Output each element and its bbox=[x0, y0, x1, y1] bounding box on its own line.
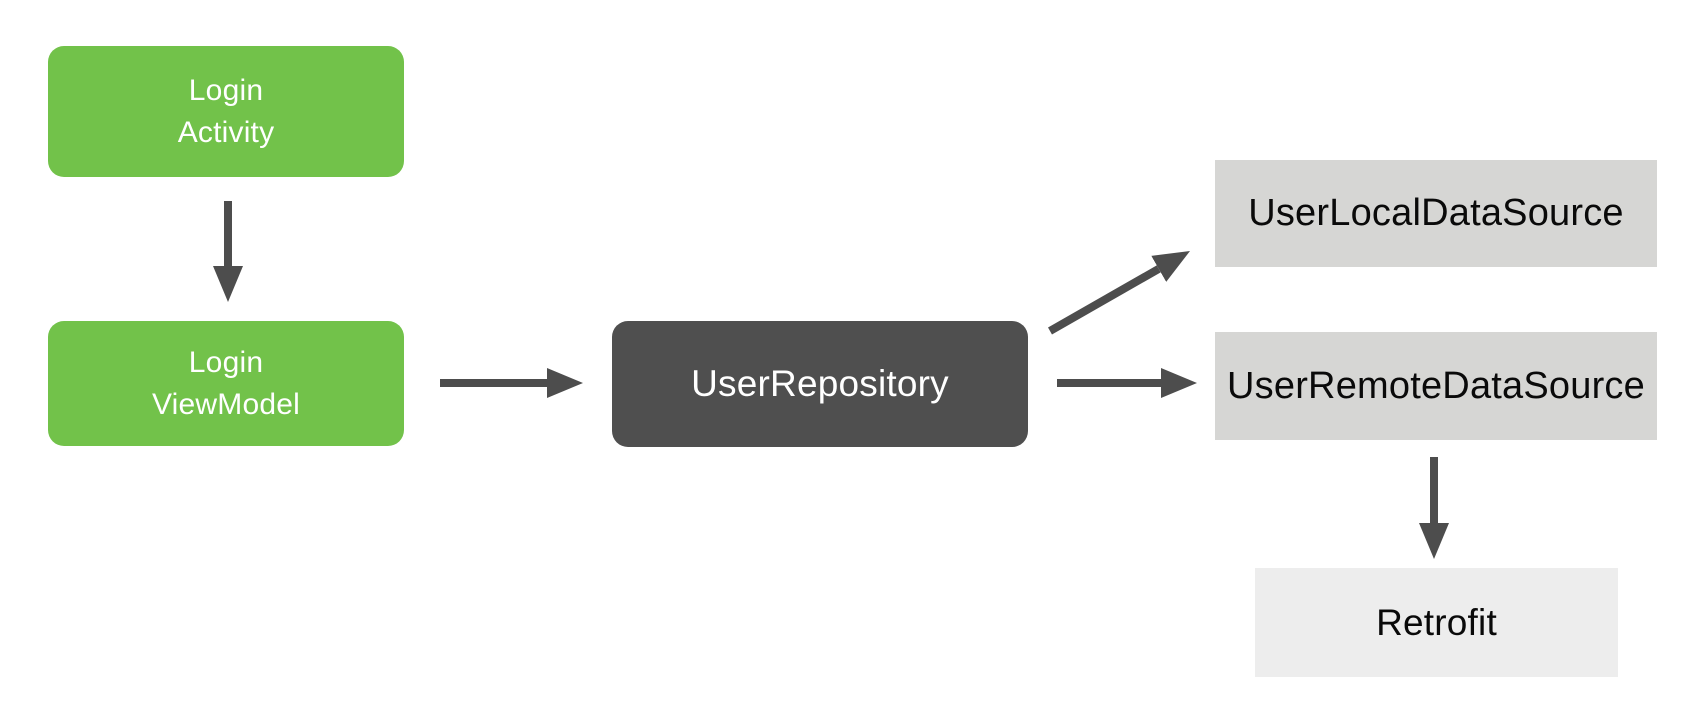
node-label-user-remote-datasource: UserRemoteDataSource bbox=[1227, 364, 1645, 407]
node-label-user-local-datasource: UserLocalDataSource bbox=[1248, 192, 1624, 235]
node-user-repository: UserRepository bbox=[612, 321, 1028, 447]
node-label-login-viewmodel: Login ViewModel bbox=[152, 346, 300, 421]
node-label-login-activity: Login Activity bbox=[177, 74, 275, 149]
node-login-viewmodel: Login ViewModel bbox=[48, 321, 404, 446]
node-label-user-repository: UserRepository bbox=[691, 363, 949, 405]
node-user-remote-datasource: UserRemoteDataSource bbox=[1215, 332, 1657, 440]
node-label-retrofit: Retrofit bbox=[1376, 601, 1497, 643]
node-user-local-datasource: UserLocalDataSource bbox=[1215, 160, 1657, 267]
node-retrofit: Retrofit bbox=[1255, 568, 1618, 677]
node-login-activity: Login Activity bbox=[48, 46, 404, 177]
arrow-user-repository-to-user-local-datasource bbox=[1048, 250, 1191, 335]
